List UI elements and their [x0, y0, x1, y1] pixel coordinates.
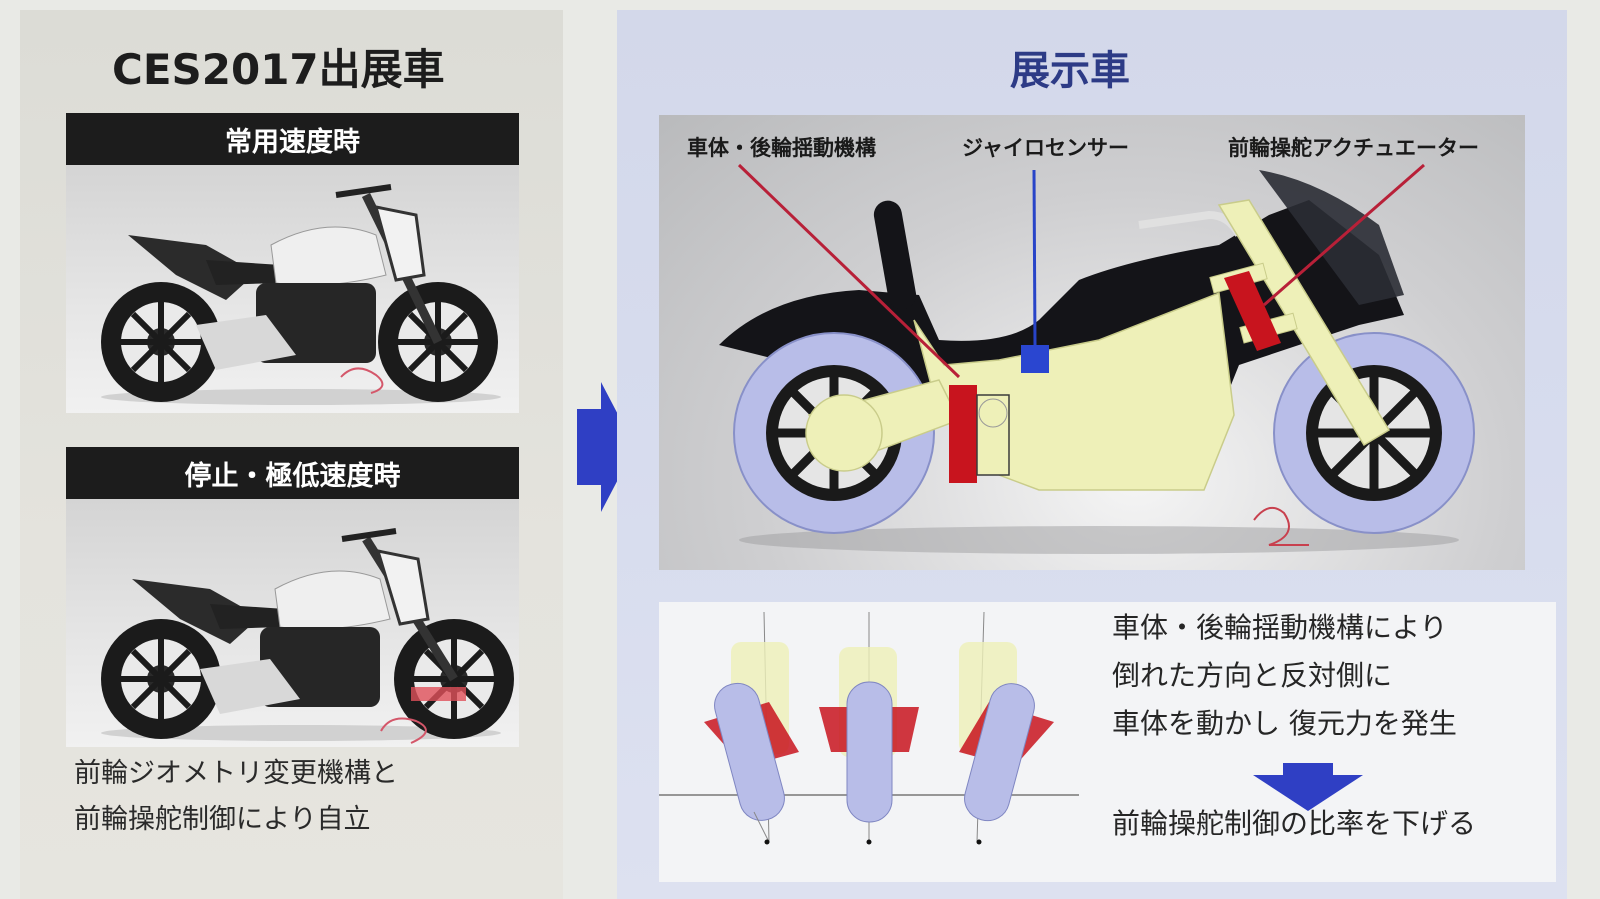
- exhibit-title: 展示車: [1010, 48, 1130, 94]
- motorcycle-photo-stopped-low-speed: [66, 499, 519, 747]
- callout-body-rear-swing-mechanism: 車体・後輪揺動機構: [687, 136, 876, 160]
- stopped-low-speed-header: 停止・極低速度時: [66, 447, 519, 499]
- motorcycle-icon: [101, 528, 514, 744]
- lean-explanation-panel: [659, 602, 1556, 882]
- callout-front-steering-actuator: 前輪操舵アクチュエーター: [1228, 136, 1479, 160]
- explanation-line-1: 車体・後輪揺動機構により: [1112, 611, 1448, 644]
- right-arrow-icon: [577, 382, 637, 516]
- upright-diagram: [819, 612, 919, 845]
- motorcycle-photo-normal-speed: [66, 165, 519, 413]
- ces2017-caption-line-1: 前輪ジオメトリ変更機構と: [74, 758, 398, 789]
- down-arrow-icon: [1253, 763, 1363, 815]
- result-text: 前輪操舵制御の比率を下げる: [1112, 807, 1477, 840]
- motorcycle-cutaway-icon: [719, 163, 1475, 554]
- ces2017-caption-line-2: 前輪操舵制御により自立: [74, 804, 371, 835]
- lean-diagrams: [659, 611, 1079, 845]
- exhibit-bike-diagram: [659, 115, 1525, 570]
- lean-left-diagram: [704, 611, 799, 845]
- explanation-line-3: 車体を動かし 復元力を発生: [1112, 707, 1457, 740]
- ces2017-title: CES2017出展車: [112, 45, 445, 94]
- lean-right-diagram: [959, 611, 1054, 845]
- explanation-line-2: 倒れた方向と反対側に: [1112, 659, 1393, 692]
- callout-gyro-sensor: ジャイロセンサー: [962, 136, 1129, 160]
- normal-speed-header: 常用速度時: [66, 113, 519, 165]
- motorcycle-icon: [101, 184, 501, 405]
